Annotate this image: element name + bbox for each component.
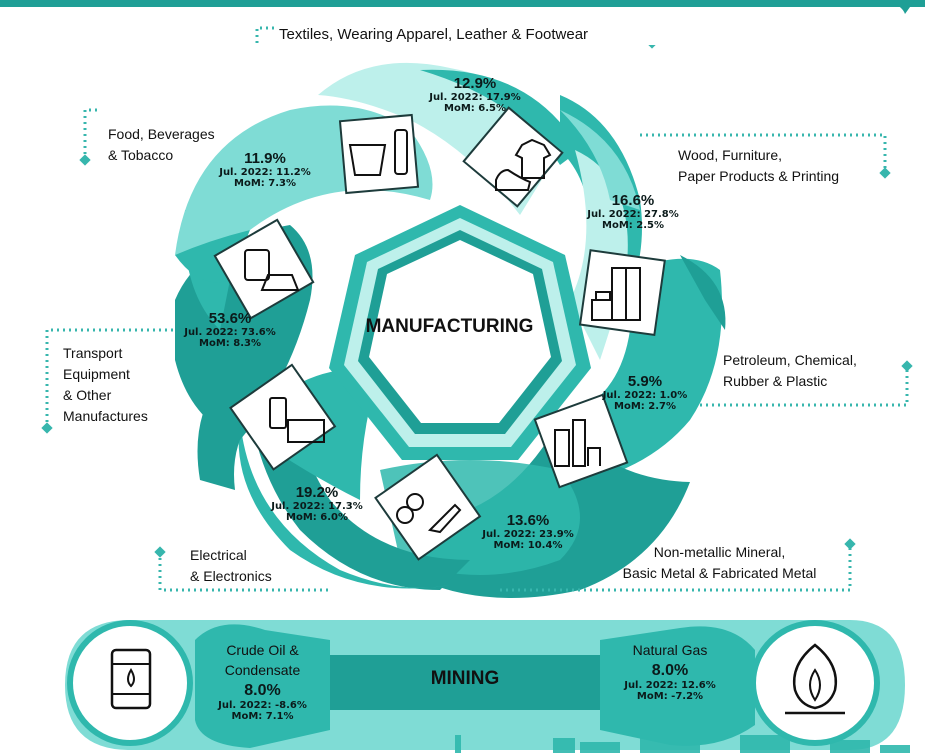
jul-electrical: Jul. 2022: 17.3% [271, 501, 363, 512]
stats-crude-oil: Crude Oil & Condensate 8.0% Jul. 2022: -… [200, 640, 325, 722]
center-title: MANUFACTURING [365, 316, 534, 337]
label-petroleum-line1: Petroleum, Chemical, [723, 352, 857, 368]
jul-transport: Jul. 2022: 73.6% [184, 327, 276, 338]
jul-food: Jul. 2022: 11.2% [219, 167, 311, 178]
label-food-line2: & Tobacco [108, 147, 174, 163]
mining-band [65, 620, 905, 750]
crude-label-line1: Crude Oil & [226, 642, 299, 658]
mom-crude: MoM: 7.1% [231, 711, 294, 722]
center-heptagon-inner [369, 240, 551, 423]
top-border [0, 0, 925, 7]
mom-textiles: MoM: 6.5% [444, 103, 506, 114]
label-metal-line1: Non-metallic Mineral, [653, 544, 786, 560]
label-transport-line4: Manufactures [63, 408, 148, 424]
stats-electrical: 19.2% Jul. 2022: 17.3% MoM: 6.0% [262, 484, 372, 523]
jul-gas: Jul. 2022: 12.6% [624, 680, 716, 691]
pct-food: 11.9% [244, 150, 286, 167]
label-petroleum-line2: Rubber & Plastic [723, 373, 828, 389]
electronics-icon [229, 363, 337, 471]
mining-title: MINING [430, 668, 500, 689]
label-metal: Non-metallic Mineral, Basic Metal & Fabr… [597, 542, 842, 584]
label-food-line1: Food, Beverages [108, 126, 215, 142]
pct-metal: 13.6% [506, 512, 550, 529]
mom-gas: MoM: -7.2% [636, 691, 704, 702]
mom-wood: MoM: 2.5% [602, 220, 664, 231]
label-textiles: Textiles, Wearing Apparel, Leather & Foo… [275, 24, 663, 45]
jul-metal: Jul. 2022: 23.9% [482, 529, 574, 540]
mom-transport: MoM: 8.3% [199, 338, 261, 349]
top-corner-decor [870, 0, 915, 14]
apparel-icon [462, 106, 564, 208]
pct-wood: 16.6% [611, 192, 655, 209]
jul-wood: Jul. 2022: 27.8% [587, 209, 679, 220]
label-petroleum: Petroleum, Chemical, Rubber & Plastic [723, 350, 857, 392]
refinery-icon [533, 393, 629, 489]
groceries-icon [338, 113, 420, 195]
pct-crude: 8.0% [244, 682, 281, 699]
stats-wood: 16.6% Jul. 2022: 27.8% MoM: 2.5% [578, 192, 688, 231]
gas-flame-icon [785, 643, 845, 715]
mom-electrical: MoM: 6.0% [286, 512, 348, 523]
pct-transport: 53.6% [208, 310, 252, 327]
stats-transport: 53.6% Jul. 2022: 73.6% MoM: 8.3% [175, 310, 285, 349]
label-transport-line2: Equipment [63, 366, 130, 382]
label-electrical-line2: & Electronics [190, 568, 272, 584]
mom-metal: MoM: 10.4% [493, 540, 563, 551]
pct-electrical: 19.2% [295, 484, 339, 501]
label-wood-line1: Wood, Furniture, [678, 147, 783, 163]
mom-food: MoM: 7.3% [234, 178, 296, 189]
crude-label-line2: Condensate [224, 662, 301, 678]
metal-pipes-icon [374, 453, 482, 561]
pct-petroleum: 5.9% [627, 373, 663, 390]
gas-label: Natural Gas [632, 642, 708, 658]
pct-textiles: 12.9% [453, 75, 497, 92]
stats-textiles: 12.9% Jul. 2022: 17.9% MoM: 6.5% [420, 75, 530, 114]
label-metal-line2: Basic Metal & Fabricated Metal [622, 565, 817, 581]
jul-textiles: Jul. 2022: 17.9% [429, 92, 521, 103]
label-transport-line3: & Other [63, 387, 112, 403]
connectors [45, 26, 909, 592]
stats-natural-gas: Natural Gas 8.0% Jul. 2022: 12.6% MoM: -… [610, 640, 730, 702]
stats-food: 11.9% Jul. 2022: 11.2% MoM: 7.3% [210, 150, 320, 189]
jul-crude: Jul. 2022: -8.6% [218, 700, 307, 711]
label-wood: Wood, Furniture, Paper Products & Printi… [678, 145, 839, 187]
mom-petroleum: MoM: 2.7% [614, 401, 676, 412]
jul-petroleum: Jul. 2022: 1.0% [602, 390, 688, 401]
stats-metal: 13.6% Jul. 2022: 23.9% MoM: 10.4% [468, 512, 588, 551]
bottom-skyline [455, 730, 910, 753]
vehicles-icon [213, 218, 315, 320]
label-wood-line2: Paper Products & Printing [678, 168, 840, 184]
pct-gas: 8.0% [651, 662, 689, 679]
stats-petroleum: 5.9% Jul. 2022: 1.0% MoM: 2.7% [590, 373, 700, 412]
furniture-icon [578, 249, 666, 337]
label-transport: Transport Equipment & Other Manufactures [63, 343, 148, 427]
label-electrical: Electrical & Electronics [190, 545, 272, 587]
label-transport-line1: Transport [63, 345, 123, 361]
label-electrical-line1: Electrical [190, 547, 247, 563]
label-food: Food, Beverages & Tobacco [108, 124, 215, 166]
oil-barrel-icon [110, 648, 152, 710]
